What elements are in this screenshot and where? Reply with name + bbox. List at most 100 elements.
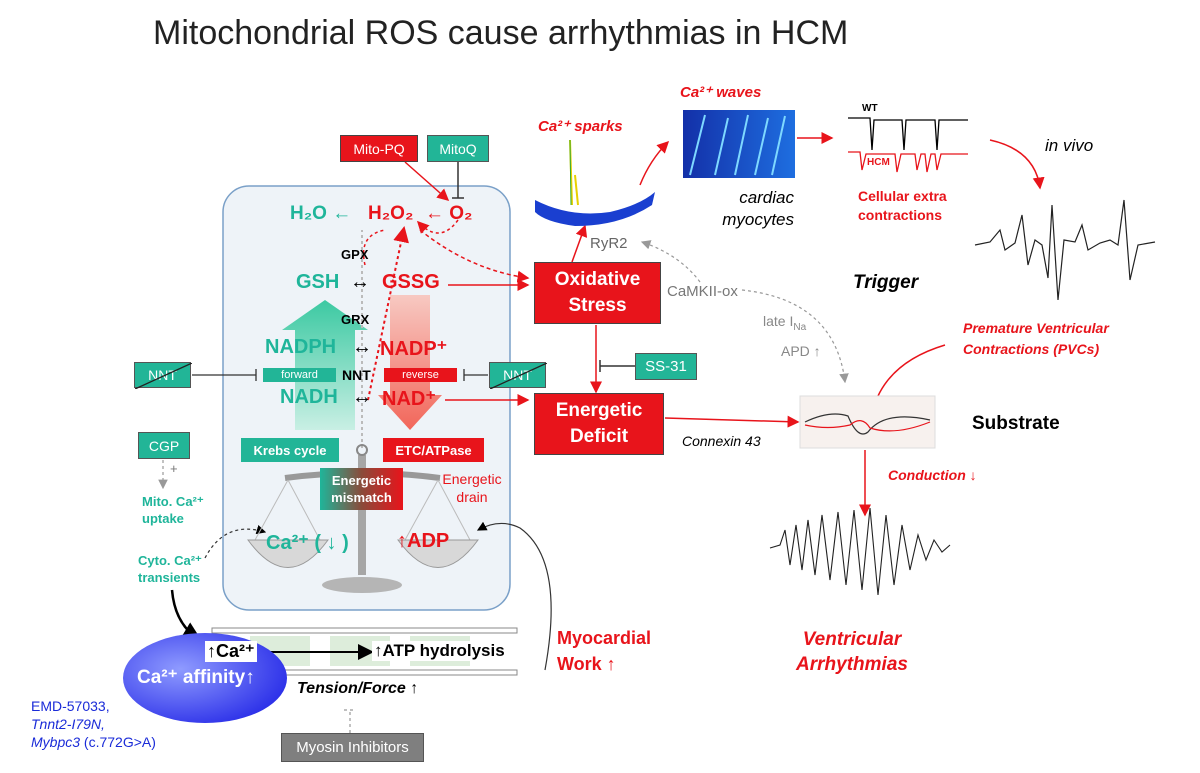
connexin43-label: Connexin 43: [682, 433, 761, 449]
substrate-ap-image: [799, 395, 936, 449]
nnt-right-label: NNT: [503, 367, 532, 383]
h2o2-to-stress-arrow: [419, 229, 530, 283]
krebs-cycle-box: Krebs cycle: [241, 438, 339, 462]
nadph-label: NADPH: [265, 336, 337, 358]
mitoq-inhibit-line: [452, 162, 464, 199]
cyto-ca-transients-label: Cyto. Ca²⁺ transients: [138, 553, 202, 585]
mitochondrion-box: [222, 185, 511, 611]
h2o2-label: H₂O₂: [368, 203, 414, 224]
wt-label: WT: [862, 103, 878, 114]
tension-force-label: Tension/Force ↑: [297, 680, 419, 697]
mitoq-box: MitoQ: [427, 135, 489, 162]
va-ecg: [769, 507, 951, 596]
nadph-arrow: ↔: [352, 336, 372, 358]
grx-label: GRX: [341, 312, 370, 327]
red-down-arrow: [378, 295, 442, 430]
nnt-right-inhibit: [463, 369, 488, 381]
sparks-to-waves-arrow: [639, 140, 670, 186]
gpx-label: GPX: [341, 247, 369, 262]
energetic-drain-label: Energetic drain: [442, 471, 502, 505]
o2-label: ← O₂: [425, 203, 473, 224]
sarcomere-ca-label: ↑Ca²⁺: [205, 641, 257, 662]
gsh-label: GSH: [296, 271, 340, 293]
variants-line2: Tnnt2-I79N,: [31, 716, 105, 732]
ca-scale-label: Ca²⁺ ( ↓ ): [266, 532, 349, 554]
late-ina-subscript: Na: [793, 321, 807, 333]
teal-up-arrow: [282, 300, 368, 430]
cyto-to-sarcomere-arrow: [170, 589, 203, 642]
camkii-to-ryr2-dashed: [640, 240, 701, 283]
nnt-label: NNT: [342, 367, 371, 383]
myosin-inhibitors-box: Myosin Inhibitors: [281, 733, 424, 762]
work-to-adp-arrow: [476, 521, 552, 671]
substrate-label: Substrate: [972, 413, 1060, 434]
cardiac-myocytes-label: cardiac myocytes: [722, 188, 794, 229]
wt-hcm-traces: [848, 117, 968, 173]
nad-label: NAD⁺: [382, 388, 436, 410]
hcm-label: HCM: [867, 157, 890, 168]
ss31-inhibit: [599, 360, 640, 372]
camkii-ox-label: CaMKII-ox: [667, 283, 738, 300]
energetic-deficit-box: Energetic Deficit: [534, 393, 664, 455]
conduction-label: Conduction ↓: [888, 467, 977, 483]
nnt-right-box: NNT: [489, 362, 547, 389]
trigger-label: Trigger: [853, 272, 919, 293]
invivo-curve-arrow: [989, 139, 1045, 190]
page-title: Mitochondrial ROS cause arrhythmias in H…: [153, 14, 849, 52]
reverse-bar: reverse: [384, 368, 457, 382]
strike-icon: [490, 363, 547, 389]
variants-mutation: (c.772G>A): [80, 734, 156, 750]
camkii-to-substrate-dashed: [741, 289, 849, 384]
ryr2-label: RyR2: [590, 235, 628, 252]
variants-gene-name: Mybpc3: [31, 734, 81, 750]
pvc-curve: [877, 344, 946, 397]
strike-icon: [135, 363, 192, 389]
mito-pq-box: Mito-PQ: [340, 135, 418, 162]
cgp-plus-sign: +: [170, 461, 178, 476]
ss31-box: SS-31: [635, 353, 697, 380]
o2-to-h2o2-dotted: [416, 219, 459, 234]
late-ina-text: late I: [763, 313, 794, 329]
ventricular-arrhythmias-label: Ventricular Arrhythmias: [796, 629, 908, 675]
variants-line3: Mybpc3 (c.772G>A): [31, 734, 156, 750]
cgp-box: CGP: [138, 432, 190, 459]
nadh-arrow: ↔: [352, 386, 372, 408]
atp-hydrolysis-label: ↑ATP hydrolysis: [372, 641, 507, 661]
pvcs-label: Premature Ventricular Contractions (PVCs…: [963, 320, 1109, 357]
nadh-label: NADH: [280, 386, 338, 408]
forward-bar: forward: [263, 368, 336, 382]
energetic-mismatch-box: Energetic mismatch: [320, 468, 403, 510]
nadp-label: NADP⁺: [380, 338, 448, 360]
myocardial-work-label: Myocardial Work ↑: [557, 628, 652, 674]
gssg-label: GSSG: [382, 271, 440, 293]
etc-atpase-box: ETC/ATPase: [383, 438, 484, 462]
mito-ca-uptake-label: Mito. Ca²⁺ uptake: [142, 494, 204, 526]
gsh-arrow: ↔: [350, 271, 370, 293]
myosin-inhibit-dashed: [344, 709, 356, 733]
cyto-to-scale-dashed: [204, 524, 267, 559]
in-vivo-label: in vivo: [1045, 136, 1094, 155]
ca-affinity-label: Ca²⁺ affinity↑: [137, 667, 255, 688]
ca-sparks-label: Ca²⁺ sparks: [538, 118, 623, 135]
apd-label: APD ↑: [781, 343, 821, 359]
balance-scale: [247, 444, 479, 593]
deficit-to-substrate-arrow: [664, 415, 800, 428]
nnt-left-inhibit: [192, 369, 257, 381]
invivo-ecg: [974, 199, 1156, 301]
h2o-label: H₂O ←: [290, 203, 352, 224]
variants-line1: EMD-57033,: [31, 698, 110, 714]
cellular-extra-label: Cellular extra contractions: [858, 188, 947, 223]
adp-label: ↑ADP: [397, 530, 450, 552]
nadh-to-h2o2-dotted: [367, 226, 409, 401]
gssg-curve-dotted: [362, 229, 386, 266]
ca-waves-image: [683, 110, 795, 178]
ca-sparks-plot: [535, 139, 655, 226]
mitopq-arrow: [404, 161, 450, 201]
nnt-left-label: NNT: [148, 367, 177, 383]
ca-waves-label: Ca²⁺ waves: [680, 84, 762, 101]
stress-to-ryr2-arrow: [571, 224, 588, 263]
nnt-left-box: NNT: [134, 362, 192, 389]
oxidative-stress-box: Oxidative Stress: [534, 262, 661, 324]
